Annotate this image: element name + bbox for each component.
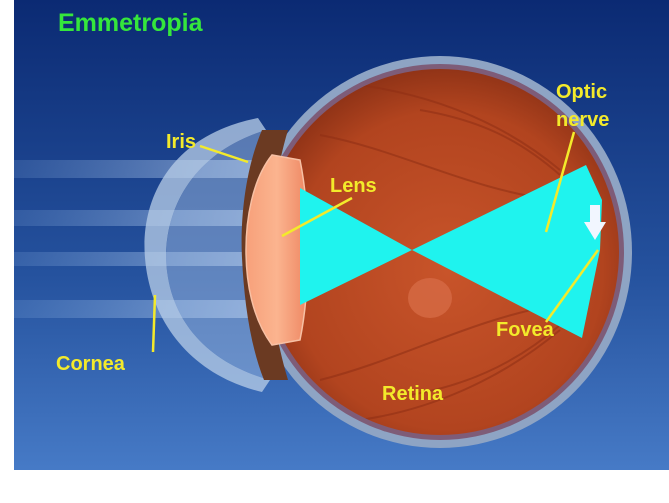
label-optic: Optic bbox=[556, 81, 607, 103]
frame-bottom bbox=[0, 470, 669, 498]
label-cornea: Cornea bbox=[56, 353, 126, 375]
diagram-title: Emmetropia bbox=[58, 9, 204, 37]
label-nerve: nerve bbox=[556, 109, 609, 131]
label-retina: Retina bbox=[382, 383, 444, 405]
label-lens: Lens bbox=[330, 175, 377, 197]
label-fovea: Fovea bbox=[496, 319, 555, 341]
label-iris: Iris bbox=[166, 131, 196, 153]
frame-left bbox=[0, 0, 14, 498]
fovea-spot bbox=[408, 278, 452, 318]
